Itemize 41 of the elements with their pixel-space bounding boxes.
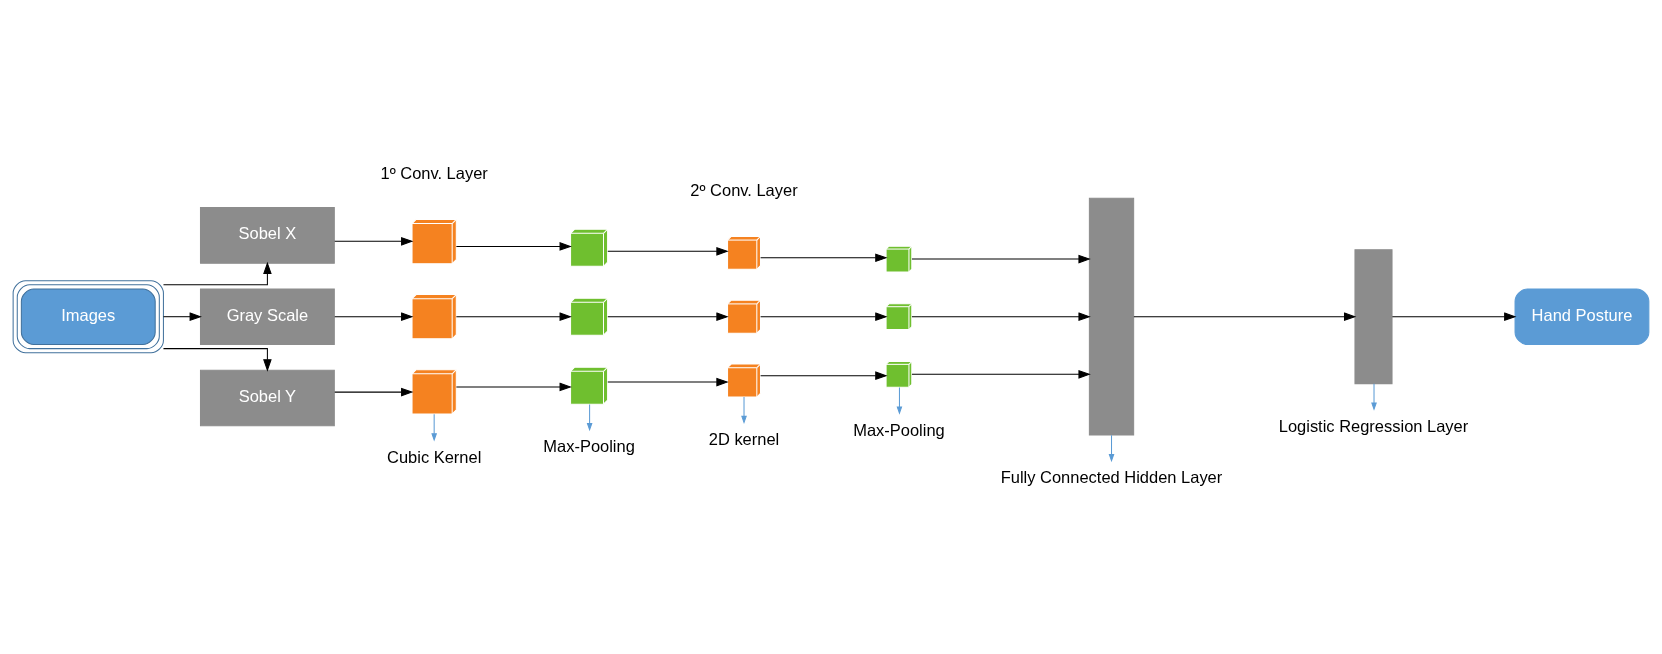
arrow — [334, 236, 414, 246]
arrow — [911, 312, 1091, 322]
node-box: Images — [12, 280, 164, 354]
arrow — [607, 312, 729, 322]
arrow — [1371, 383, 1377, 411]
node-box: Gray Scale — [199, 288, 335, 345]
arrow — [760, 253, 888, 263]
arrow — [741, 396, 747, 425]
node-text: Logistic Regression Layer — [1278, 416, 1469, 435]
arrow — [1133, 312, 1357, 322]
arrow — [760, 312, 888, 322]
node-text: Cubic Kernel — [387, 447, 482, 466]
arrow — [162, 261, 272, 286]
arrow — [455, 382, 572, 392]
arrow — [455, 312, 572, 322]
arrow — [896, 386, 903, 415]
node-bar — [1354, 249, 1393, 385]
label: 2º Conv. Layer — [690, 181, 798, 200]
arrow — [162, 312, 202, 322]
arrow — [1108, 434, 1115, 463]
node-box: Hand Posture — [1514, 288, 1650, 345]
arrow — [607, 247, 729, 256]
arrow — [911, 254, 1091, 264]
node-text: 2D kernel — [708, 430, 780, 449]
node-text: Max-Pooling — [853, 420, 945, 439]
node-text: Max-Pooling — [543, 437, 635, 456]
arrow — [162, 348, 272, 372]
arrow — [586, 404, 593, 432]
node-box: Sobel Y — [199, 369, 335, 427]
node-box: Sobel X — [199, 207, 335, 264]
arrow — [334, 312, 414, 322]
arrow — [334, 387, 414, 397]
label: 1º Conv. Layer — [380, 163, 488, 182]
arrow — [760, 371, 888, 380]
arrow — [431, 413, 438, 442]
arrow — [1391, 312, 1517, 322]
node-bar — [1088, 197, 1135, 436]
arrow — [455, 242, 572, 251]
arrow — [607, 377, 729, 387]
arrow — [911, 370, 1091, 379]
node-text: Fully Connected Hidden Layer — [1000, 468, 1223, 487]
